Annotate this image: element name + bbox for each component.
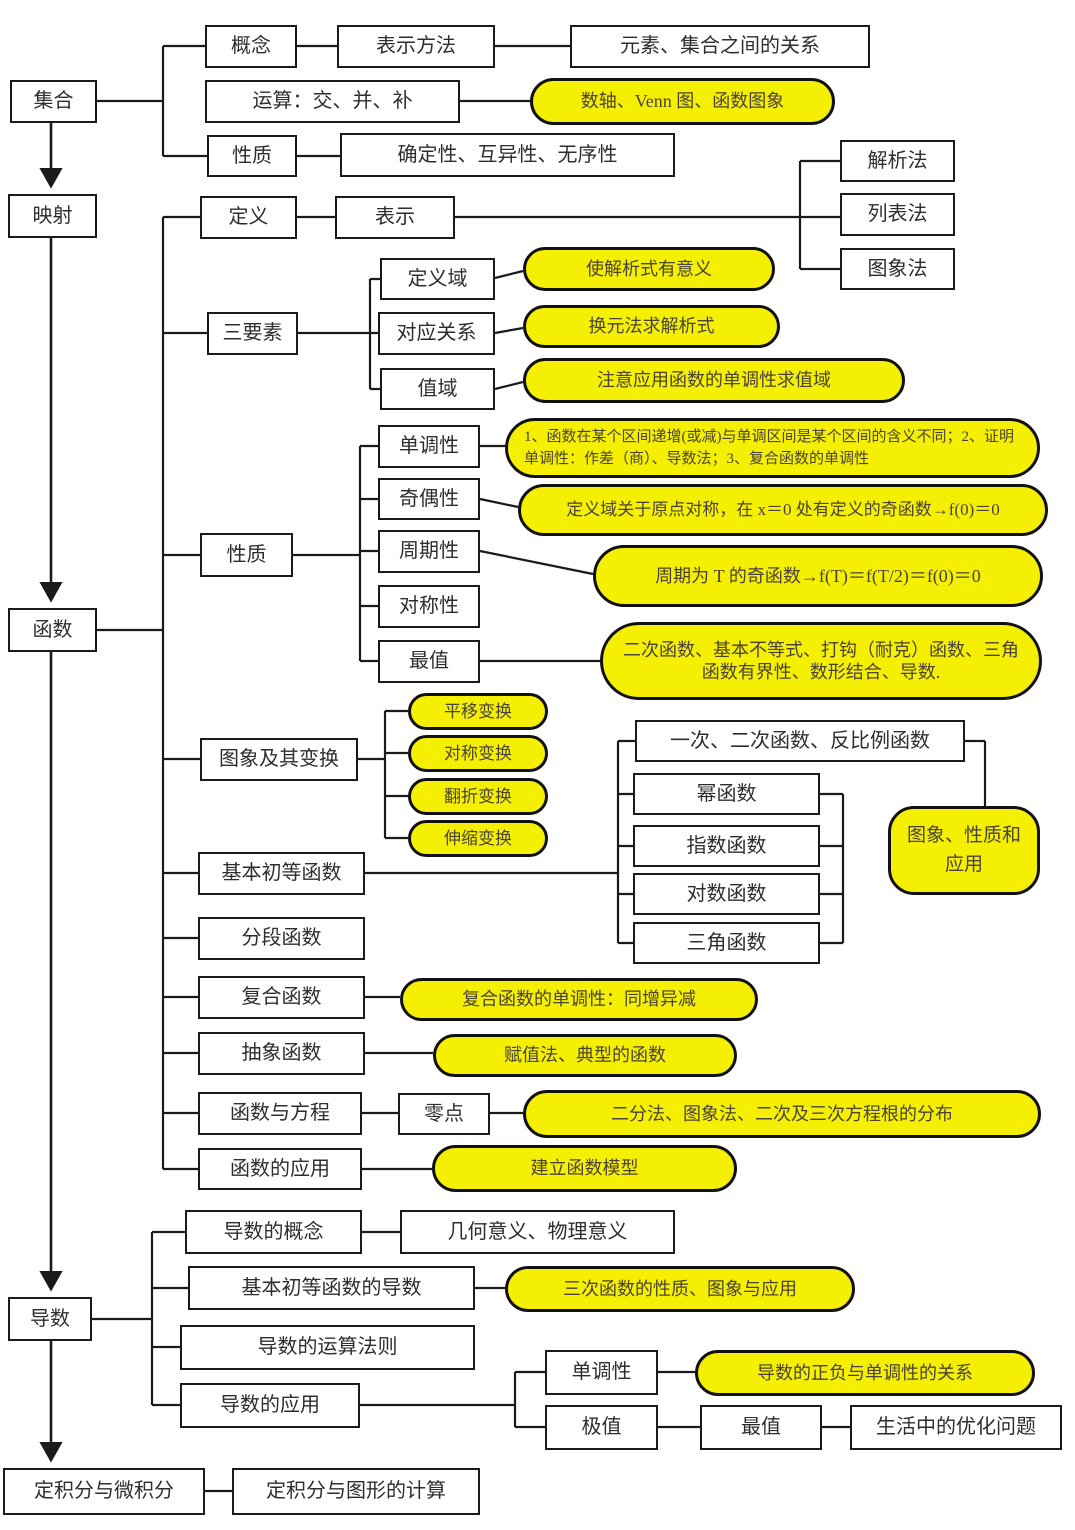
node-correspondence: 对应关系 (378, 312, 495, 355)
node-periodicity: 周期性 (378, 530, 480, 573)
node-basic-elementary-functions: 基本初等函数 (198, 852, 365, 895)
node-operations: 运算：交、并、补 (205, 80, 460, 123)
node-mapping: 映射 (8, 194, 97, 238)
node-set: 集合 (10, 80, 97, 123)
node-representation: 表示 (335, 196, 455, 239)
node-cubic-function-note: 三次函数的性质、图象与应用 (505, 1266, 855, 1312)
node-integral-graph-calc: 定积分与图形的计算 (232, 1468, 480, 1515)
node-exponential-function: 指数函数 (633, 825, 820, 867)
node-trigonometric-function: 三角函数 (633, 922, 820, 964)
node-representation-method: 表示方法 (337, 25, 495, 68)
node-substitution-method: 换元法求解析式 (523, 305, 780, 348)
node-definite-integral: 定积分与微积分 (3, 1468, 205, 1515)
node-determinacy: 确定性、互异性、无序性 (340, 133, 675, 177)
node-graph-method: 图象法 (840, 248, 955, 290)
node-symmetry: 对称性 (378, 585, 480, 628)
node-build-model: 建立函数模型 (432, 1145, 737, 1192)
node-assignment-method: 赋值法、典型的函数 (433, 1034, 737, 1077)
node-three-elements: 三要素 (207, 312, 298, 355)
node-periodicity-note: 周期为 T 的奇函数→f(T)＝f(T/2)＝f(0)＝0 (593, 545, 1043, 607)
node-derivative-concept: 导数的概念 (185, 1210, 362, 1254)
node-abstract-function: 抽象函数 (198, 1032, 365, 1075)
node-monotonicity-note: 1、函数在某个区间递增(或减)与单调区间是某个区间的含义不同；2、证明单调性：作… (505, 418, 1040, 478)
node-logarithmic-function: 对数函数 (633, 873, 820, 915)
node-analytic-meaningful: 使解析式有意义 (523, 247, 775, 291)
node-derivative-rules: 导数的运算法则 (180, 1325, 475, 1370)
node-function-and-equation: 函数与方程 (198, 1092, 362, 1135)
node-derivative-monotonicity: 单调性 (545, 1350, 658, 1395)
node-set-properties: 性质 (207, 135, 297, 177)
node-list-method: 列表法 (840, 193, 955, 236)
node-composite-monotonicity: 复合函数的单调性：同增异减 (400, 978, 758, 1021)
node-axis-venn-graph: 数轴、Venn 图、函数图象 (530, 78, 835, 125)
node-derivative-application: 导数的应用 (180, 1383, 360, 1428)
node-max-min-note: 二次函数、基本不等式、打钩（耐克）函数、三角函数有界性、数形结合、导数. (600, 622, 1042, 700)
node-folding-transform: 翻折变换 (408, 778, 548, 815)
node-function: 函数 (8, 608, 97, 652)
node-composite-function: 复合函数 (198, 976, 365, 1019)
node-monotonicity: 单调性 (378, 425, 480, 468)
node-analytic-method: 解析法 (840, 140, 955, 182)
node-max-value: 最值 (700, 1405, 822, 1450)
node-element-set-relation: 元素、集合之间的关系 (570, 25, 870, 68)
node-derivative-sign-note: 导数的正负与单调性的关系 (695, 1350, 1035, 1396)
node-parity-note: 定义域关于原点对称，在 x＝0 处有定义的奇函数→f(0)＝0 (518, 484, 1048, 536)
node-graph-transform: 图象及其变换 (200, 738, 358, 781)
node-max-min: 最值 (378, 640, 480, 683)
node-concept: 概念 (205, 25, 297, 68)
node-geometric-physical-meaning: 几何意义、物理意义 (400, 1210, 675, 1254)
node-basic-derivatives: 基本初等函数的导数 (188, 1266, 475, 1310)
node-power-function: 幂函数 (633, 773, 820, 815)
node-range: 值域 (380, 368, 495, 410)
node-domain: 定义域 (380, 258, 495, 300)
node-zero-point: 零点 (398, 1093, 490, 1135)
node-symmetry-transform: 对称变换 (408, 735, 548, 772)
node-linear-quadratic-inverse: 一次、二次函数、反比例函数 (635, 720, 965, 762)
node-parity: 奇偶性 (378, 478, 480, 520)
node-function-application: 函数的应用 (198, 1148, 362, 1190)
node-definition: 定义 (200, 196, 297, 239)
node-translation-transform: 平移变换 (408, 693, 548, 730)
node-scaling-transform: 伸缩变换 (408, 820, 548, 857)
node-piecewise-function: 分段函数 (198, 917, 365, 960)
node-zero-point-note: 二分法、图象法、二次及三次方程根的分布 (523, 1090, 1041, 1138)
node-range-by-monotonicity: 注意应用函数的单调性求值域 (523, 358, 905, 403)
node-extreme-value: 极值 (545, 1405, 658, 1450)
node-derivative: 导数 (8, 1297, 92, 1341)
node-function-properties: 性质 (200, 533, 293, 577)
node-optimization: 生活中的优化问题 (850, 1405, 1062, 1450)
node-graph-properties-application: 图象、性质和应用 (888, 806, 1040, 895)
